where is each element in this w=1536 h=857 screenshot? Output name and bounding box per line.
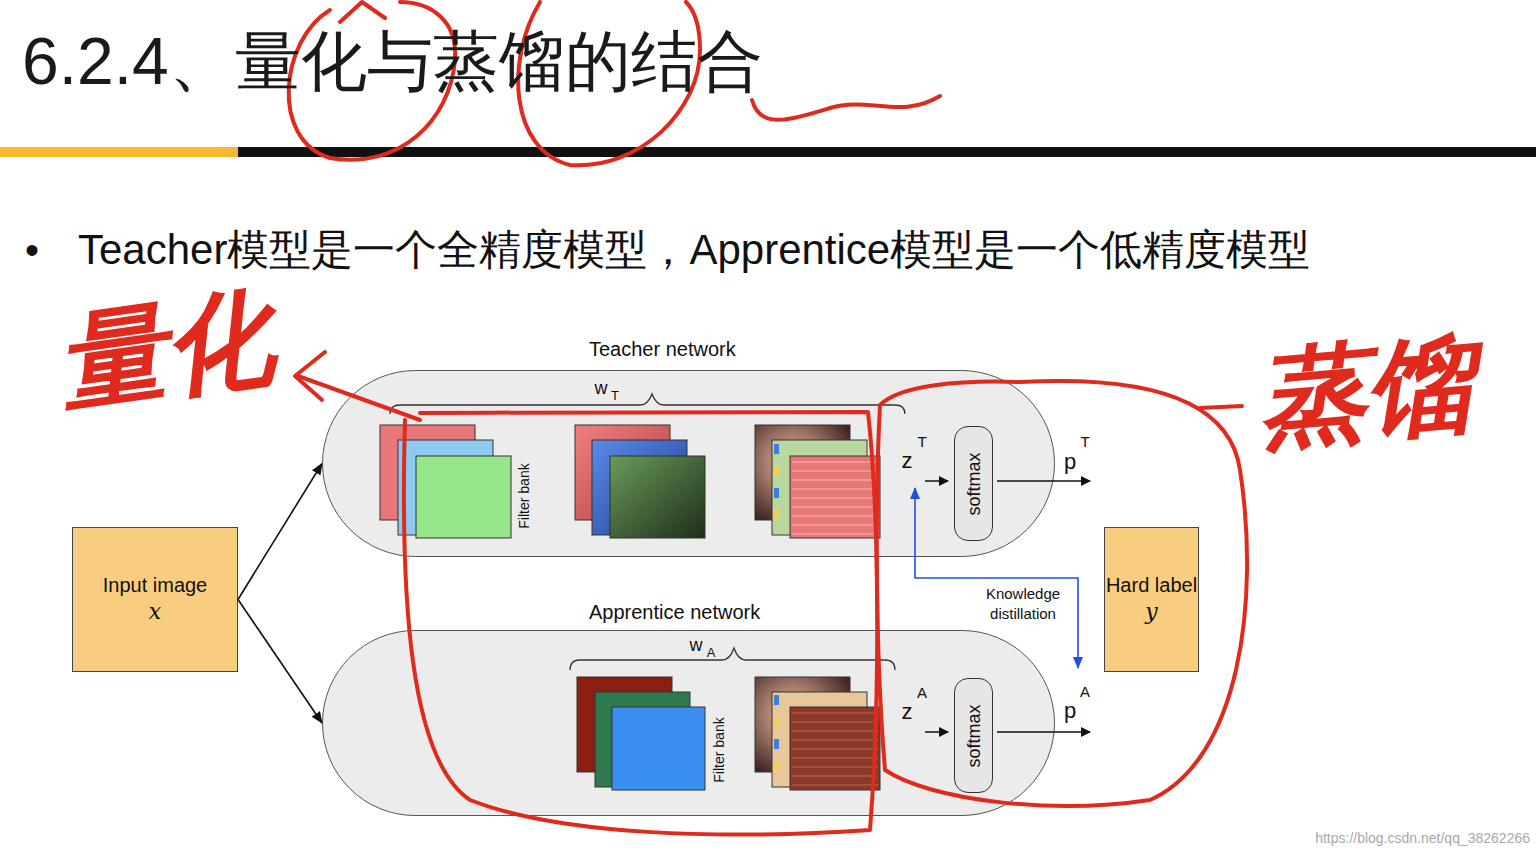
softmax-box: softmax: [954, 426, 993, 541]
edge-label: Knowledge distillation: [971, 584, 1075, 623]
tick: [774, 488, 779, 498]
node-text: Teacher network: [586, 338, 739, 361]
stripe: [792, 533, 878, 535]
signal-arrows: [925, 481, 1090, 732]
stripe: [792, 757, 878, 759]
bullet-text: Teacher模型是一个全精度模型，Apprentice模型是一个低精度模型: [78, 226, 1310, 274]
handwritten-note: 蒸馏: [1252, 321, 1478, 464]
tick: [774, 695, 779, 705]
stripe: [792, 748, 878, 750]
stripe: [792, 784, 878, 786]
input-arrow: [238, 600, 322, 724]
node-symbol: y: [1145, 598, 1157, 626]
tick: [774, 444, 779, 454]
tick: [774, 717, 779, 727]
node-text: Hard label: [1106, 573, 1197, 598]
stripe: [792, 739, 878, 741]
filter-label: Filter bank: [516, 463, 532, 528]
stripe: [792, 721, 878, 723]
rule-bar: [238, 147, 1536, 157]
superscript: A: [917, 684, 927, 701]
superscript: A: [1080, 683, 1090, 700]
watermark: https://blog.csdn.net/qq_38262266: [1315, 830, 1530, 846]
node-text: Input image: [103, 573, 208, 598]
slide-title: 6.2.4、量化与蒸馏的结合: [22, 24, 763, 100]
stripe: [792, 479, 878, 481]
input-arrow: [238, 464, 322, 600]
stripe: [792, 766, 878, 768]
stripe: [792, 515, 878, 517]
red-annotation: [289, 2, 1247, 835]
subscript: A: [707, 646, 716, 661]
apprentice-filters: [577, 677, 880, 790]
superscript: T: [917, 433, 926, 450]
accent-bar: [0, 147, 238, 157]
node-text: Apprentice network: [586, 601, 763, 624]
tick: [774, 466, 779, 476]
filter-label: Filter bank: [711, 717, 727, 782]
bullet: •: [25, 227, 39, 273]
label-box: Hard labely: [1104, 527, 1199, 672]
weight-symbol: w: [690, 635, 703, 656]
stripe: [792, 524, 878, 526]
teacher-filters: [380, 425, 880, 538]
tick: [774, 510, 779, 520]
quantized-stripes: [774, 444, 878, 534]
handwritten-note: 量化: [49, 273, 280, 426]
stripe: [792, 488, 878, 490]
weight-symbol: w: [595, 378, 608, 399]
prob-symbol: p: [1064, 449, 1076, 474]
stripe: [792, 461, 878, 463]
input-box: Input imagex: [72, 527, 238, 672]
tick: [774, 739, 779, 749]
logit-symbol: z: [902, 699, 913, 724]
superscript: T: [1080, 433, 1089, 450]
node-text: softmax: [963, 704, 984, 767]
stripe: [792, 497, 878, 499]
logit-symbol: z: [902, 448, 913, 473]
node-symbol: x: [149, 598, 161, 626]
prob-symbol: p: [1064, 698, 1076, 723]
stripe: [792, 712, 878, 714]
stripe: [792, 775, 878, 777]
quantized-stripes: [774, 695, 878, 785]
stripe: [792, 470, 878, 472]
tick: [774, 761, 779, 771]
stripe: [792, 730, 878, 732]
softmax-box: softmax: [954, 678, 993, 793]
stripe: [792, 506, 878, 508]
node-text: softmax: [963, 452, 984, 515]
distillation-arrow: [915, 488, 1078, 668]
weight-brace: [570, 648, 895, 670]
subscript: T: [611, 389, 619, 404]
